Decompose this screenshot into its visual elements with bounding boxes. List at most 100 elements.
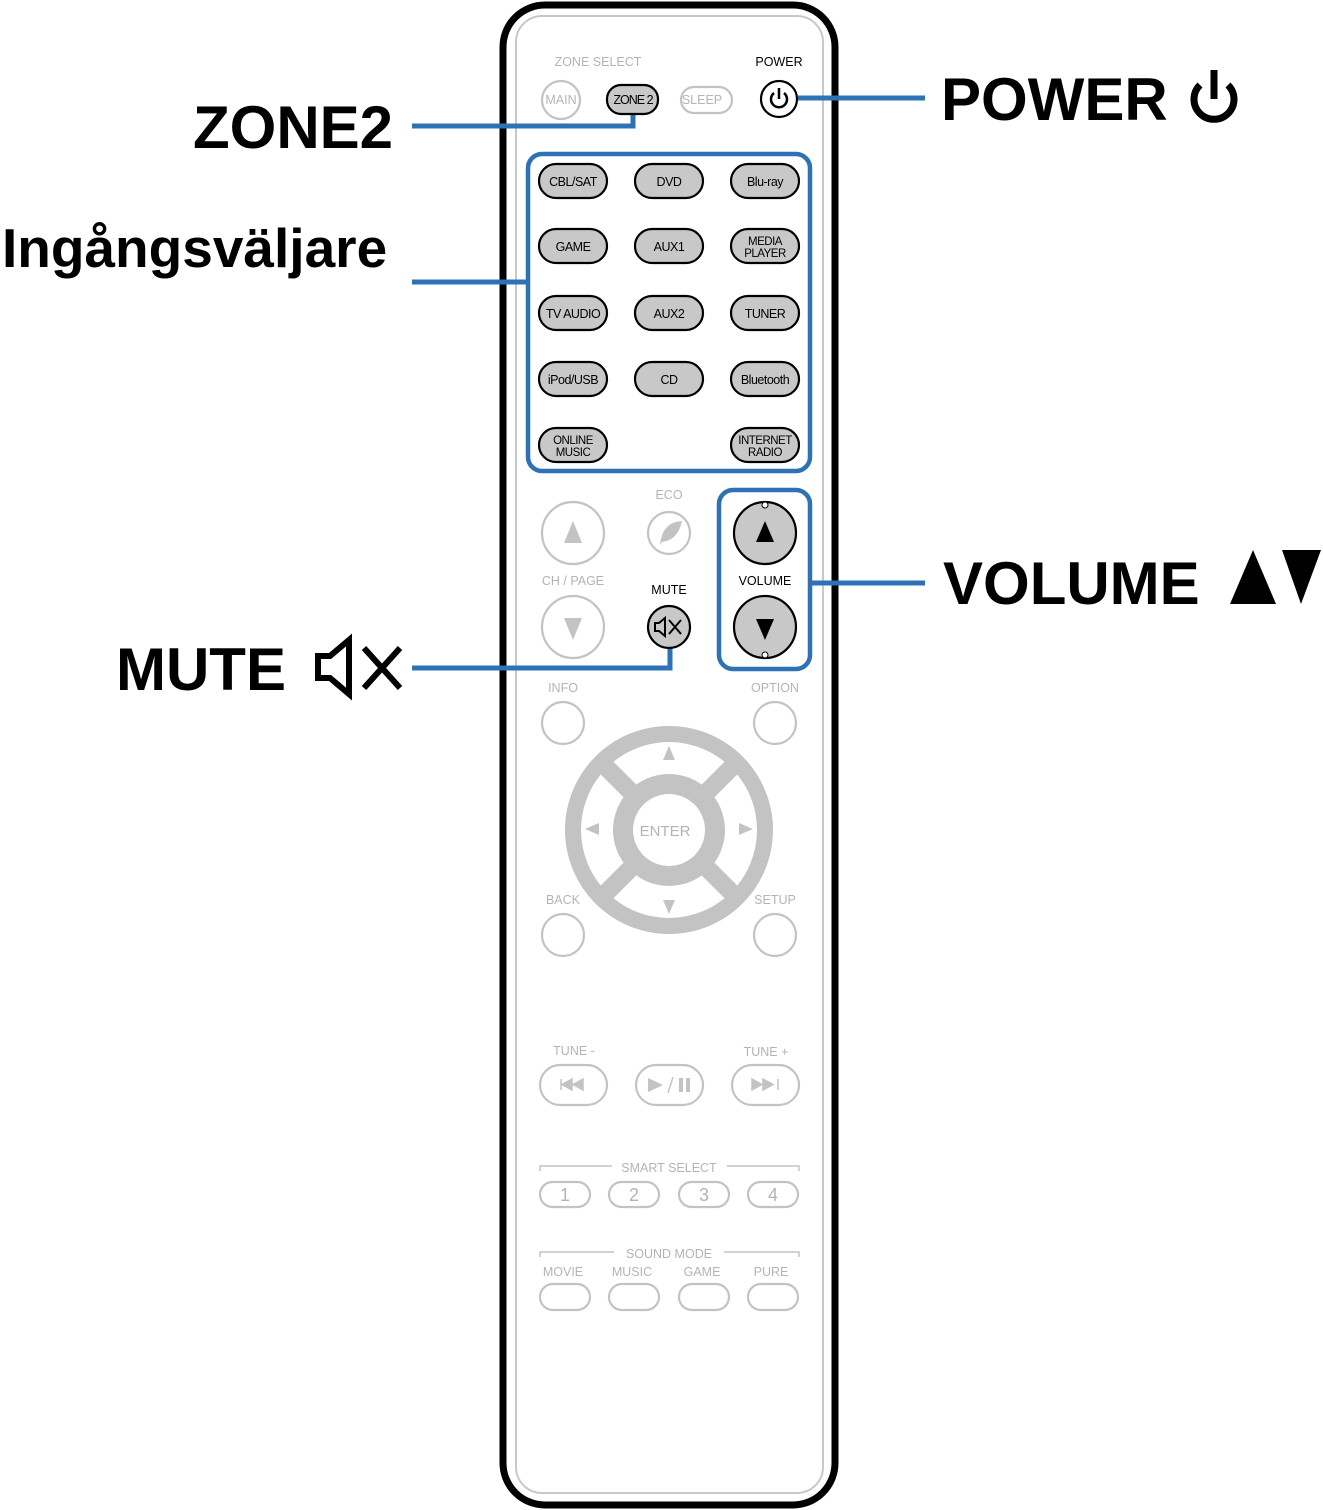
input-button-label: TUNER xyxy=(745,307,786,321)
input-button[interactable]: AUX1 xyxy=(633,227,705,265)
sound-mode-button[interactable] xyxy=(607,1282,661,1312)
option-button[interactable] xyxy=(752,700,798,746)
svg-text:4: 4 xyxy=(768,1185,778,1205)
input-button[interactable]: TV AUDIO xyxy=(537,294,609,332)
smart-select-bracket xyxy=(539,1165,800,1171)
input-button-label: DVD xyxy=(657,175,682,189)
right-arrow-icon xyxy=(739,823,753,835)
ch-down-button[interactable] xyxy=(540,594,606,660)
down-arrow-icon xyxy=(663,900,675,914)
volume-down-button[interactable] xyxy=(732,594,798,660)
power-icon xyxy=(769,92,789,109)
input-button[interactable]: AUX2 xyxy=(633,294,705,332)
mute-button[interactable] xyxy=(646,604,692,650)
svg-text:MAIN: MAIN xyxy=(545,93,576,107)
svg-text:2: 2 xyxy=(629,1185,639,1205)
volume-label: VOLUME xyxy=(739,574,792,588)
left-arrow-icon xyxy=(585,823,599,835)
input-selector-callout: Ingångsväljare xyxy=(2,217,387,279)
power-label: POWER xyxy=(755,55,802,69)
input-button-label: CBL/SAT xyxy=(549,175,598,189)
setup-button[interactable] xyxy=(752,912,798,958)
zone2-callout-line xyxy=(412,113,636,129)
info-label: INFO xyxy=(548,681,578,695)
svg-text:1: 1 xyxy=(560,1185,570,1205)
input-button[interactable]: Bluetooth xyxy=(729,360,801,398)
power-button[interactable] xyxy=(759,79,799,119)
sound-mode-bracket xyxy=(539,1251,800,1257)
mute-label: MUTE xyxy=(651,583,686,597)
volume-down-icon xyxy=(1282,550,1321,604)
input-button[interactable]: DVD xyxy=(633,162,705,200)
power-callout: POWER xyxy=(941,66,1168,133)
sound-mode-label: MUSIC xyxy=(612,1265,652,1279)
eco-label: ECO xyxy=(655,488,682,502)
input-button-label: Blu-ray xyxy=(747,175,784,189)
zone-select-label: ZONE SELECT xyxy=(555,55,642,69)
leaf-icon xyxy=(660,521,682,545)
input-selector-group xyxy=(525,151,813,474)
sound-mode-label: PURE xyxy=(754,1265,789,1279)
smart-select-button[interactable]: 4 xyxy=(746,1180,800,1209)
input-button-label: PLAYER xyxy=(744,248,786,260)
sound-mode-label: GAME xyxy=(684,1265,721,1279)
eco-button[interactable] xyxy=(646,510,692,556)
input-button-label: GAME xyxy=(556,240,591,254)
input-button[interactable]: Blu-ray xyxy=(729,162,801,200)
smart-select-button[interactable]: 3 xyxy=(677,1180,731,1209)
next-button[interactable] xyxy=(730,1063,801,1107)
input-button[interactable]: iPod/USB xyxy=(537,360,609,398)
input-button-label: Bluetooth xyxy=(741,373,790,387)
zone2-button[interactable]: ZONE 2 xyxy=(605,83,660,116)
input-button-label: MUSIC xyxy=(556,447,591,459)
input-button[interactable]: GAME xyxy=(537,227,609,265)
enter-button[interactable] xyxy=(633,794,705,866)
input-button-label: iPod/USB xyxy=(548,373,598,387)
sound-mode-button[interactable] xyxy=(538,1282,592,1312)
smart-select-label: SMART SELECT xyxy=(621,1161,717,1175)
previous-button[interactable] xyxy=(538,1063,609,1107)
mute-icon xyxy=(315,633,403,701)
up-arrow-icon xyxy=(663,746,675,760)
svg-text:3: 3 xyxy=(699,1185,709,1205)
main-button[interactable]: MAIN xyxy=(540,79,582,121)
sound-mode-button[interactable] xyxy=(677,1282,731,1312)
option-label: OPTION xyxy=(751,681,799,695)
dpad[interactable]: ENTER xyxy=(565,726,773,934)
volume-callout: VOLUME xyxy=(943,550,1200,617)
play-pause-button[interactable] xyxy=(634,1063,705,1107)
tune-plus-label: TUNE + xyxy=(744,1045,789,1059)
info-button[interactable] xyxy=(540,700,586,746)
smart-select-button[interactable]: 1 xyxy=(538,1180,592,1209)
svg-text:ENTER: ENTER xyxy=(640,823,691,840)
tune-minus-label: TUNE - xyxy=(553,1044,595,1058)
input-button-label: INTERNET xyxy=(738,435,792,447)
input-button[interactable]: TUNER xyxy=(729,294,801,332)
sound-mode-label: MOVIE xyxy=(543,1265,583,1279)
smart-select-button[interactable]: 2 xyxy=(607,1180,661,1209)
back-label: BACK xyxy=(546,893,581,907)
input-button[interactable]: CBL/SAT xyxy=(537,162,609,200)
mute-icon xyxy=(654,615,682,639)
ch-up-button[interactable] xyxy=(540,500,606,566)
svg-text:SLEEP: SLEEP xyxy=(682,93,722,107)
volume-up-icon xyxy=(1230,550,1276,604)
mute-callout-line xyxy=(412,648,673,671)
ch-page-label: CH / PAGE xyxy=(542,574,604,588)
input-button-label: TV AUDIO xyxy=(546,307,601,321)
svg-text:ZONE 2: ZONE 2 xyxy=(613,93,653,107)
back-button[interactable] xyxy=(540,912,586,958)
remote-inner-outline xyxy=(515,15,824,1494)
sleep-button[interactable]: SLEEP xyxy=(679,85,734,115)
input-button-label: CD xyxy=(660,373,678,387)
power-icon xyxy=(1190,70,1238,123)
input-button-label: ONLINE xyxy=(553,435,594,447)
volume-up-button[interactable] xyxy=(732,500,798,566)
sound-mode-button[interactable] xyxy=(746,1282,800,1312)
input-button[interactable]: CD xyxy=(633,360,705,398)
input-button-label: AUX2 xyxy=(654,307,685,321)
